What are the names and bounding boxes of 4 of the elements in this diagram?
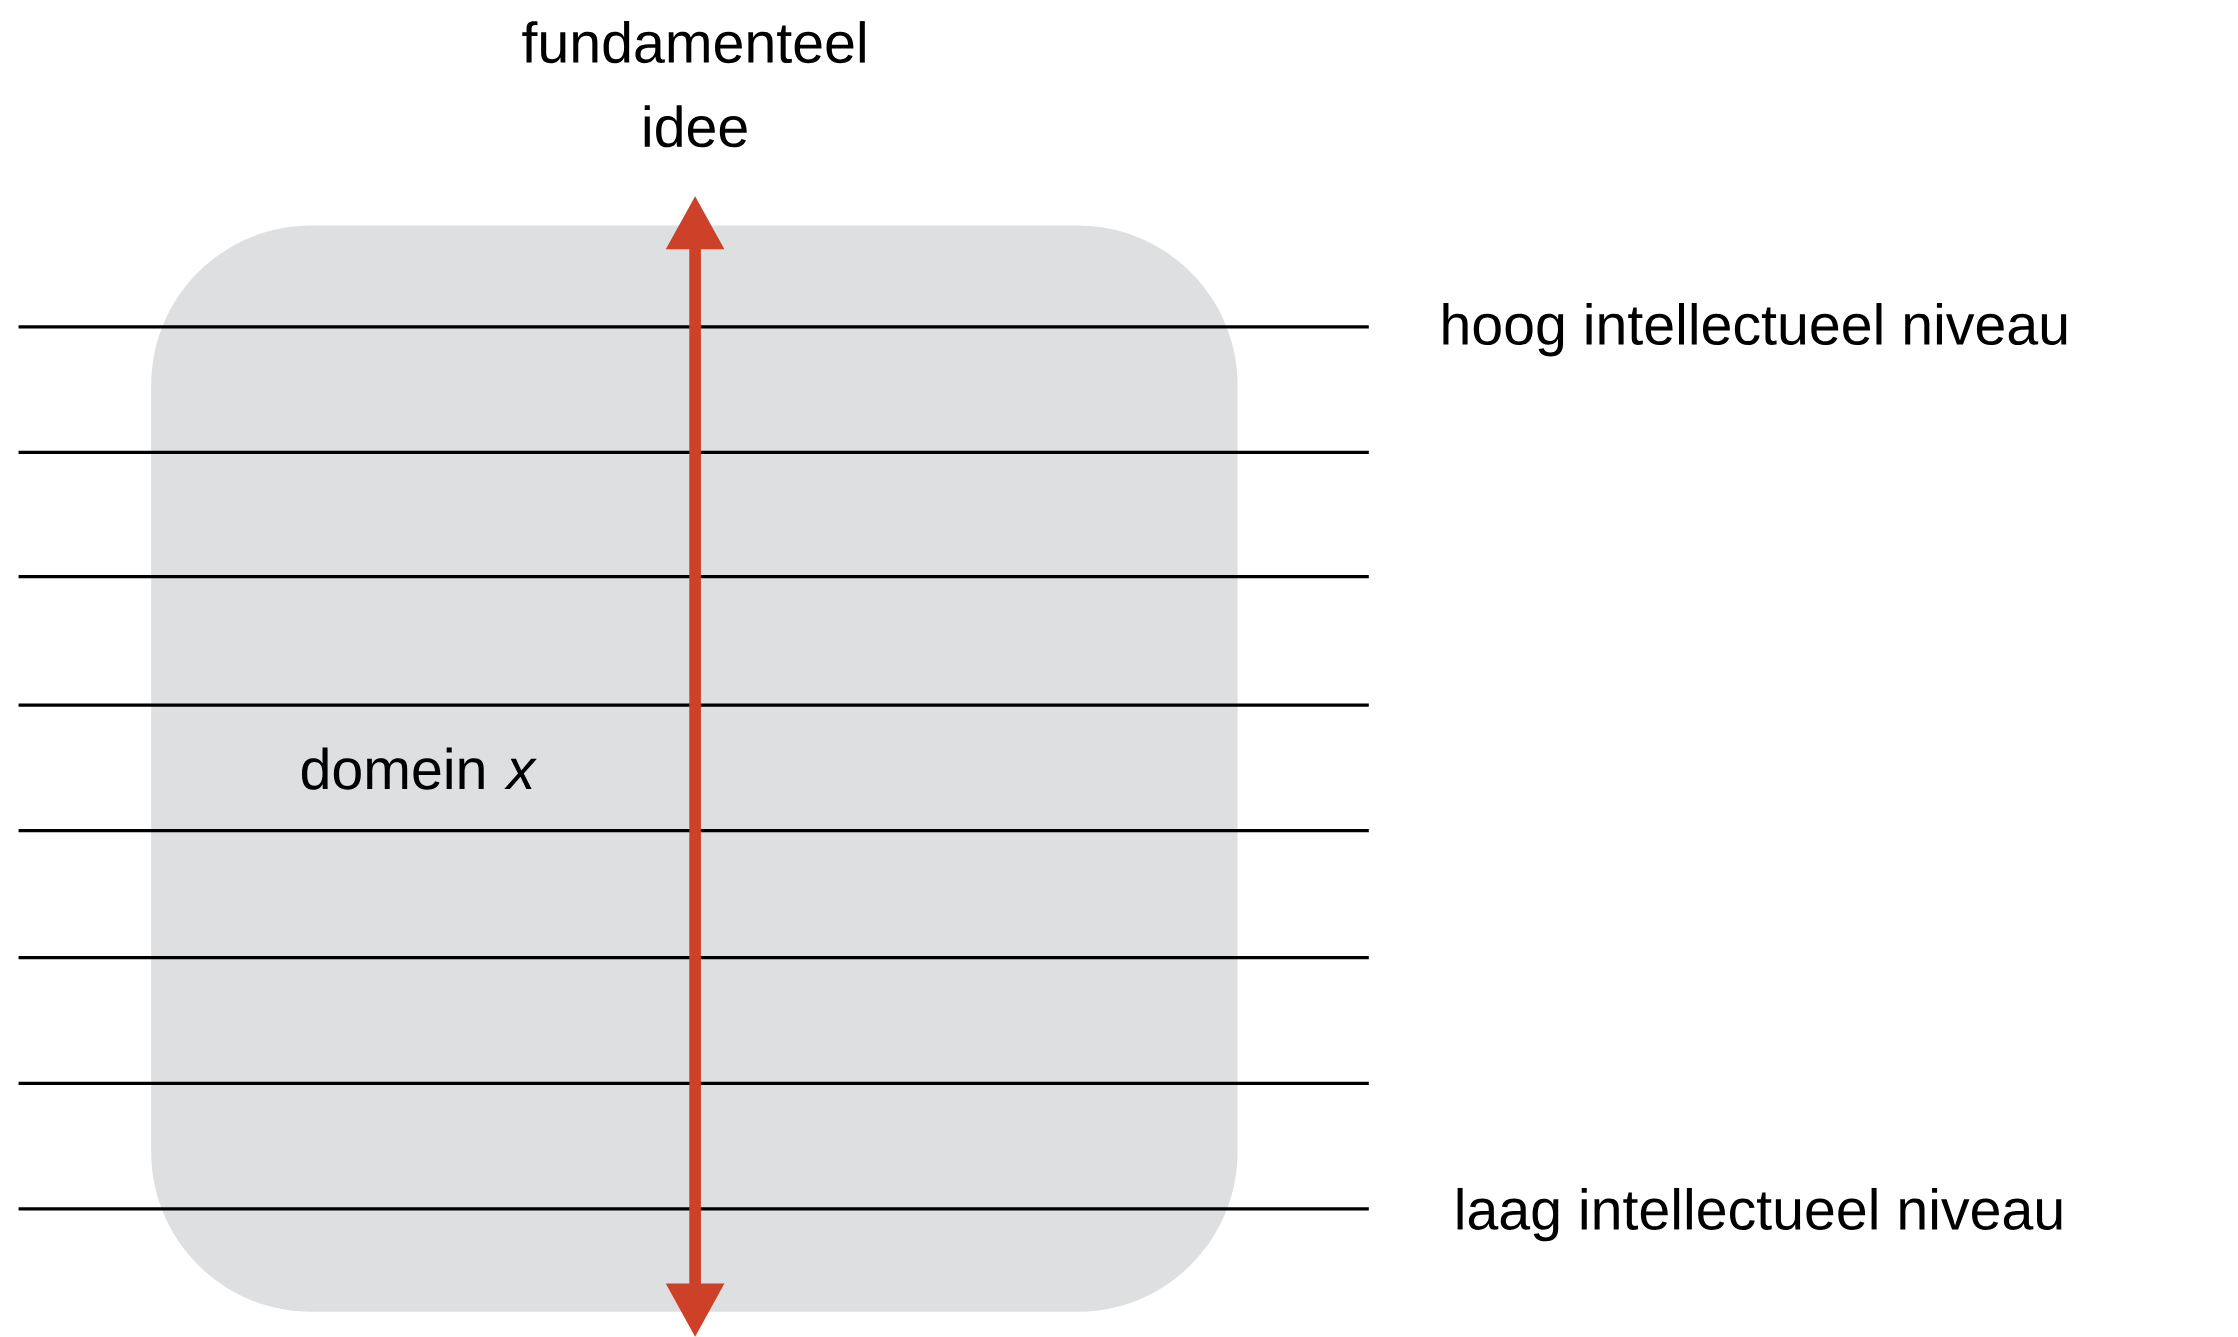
domain-box: domein x (151, 225, 1238, 1312)
level-label: hoog intellectueel niveau (1443, 302, 2067, 357)
top-label: fundamenteel idee (522, 20, 865, 148)
level-label: laag intellectueel niveau (1457, 1187, 2062, 1242)
